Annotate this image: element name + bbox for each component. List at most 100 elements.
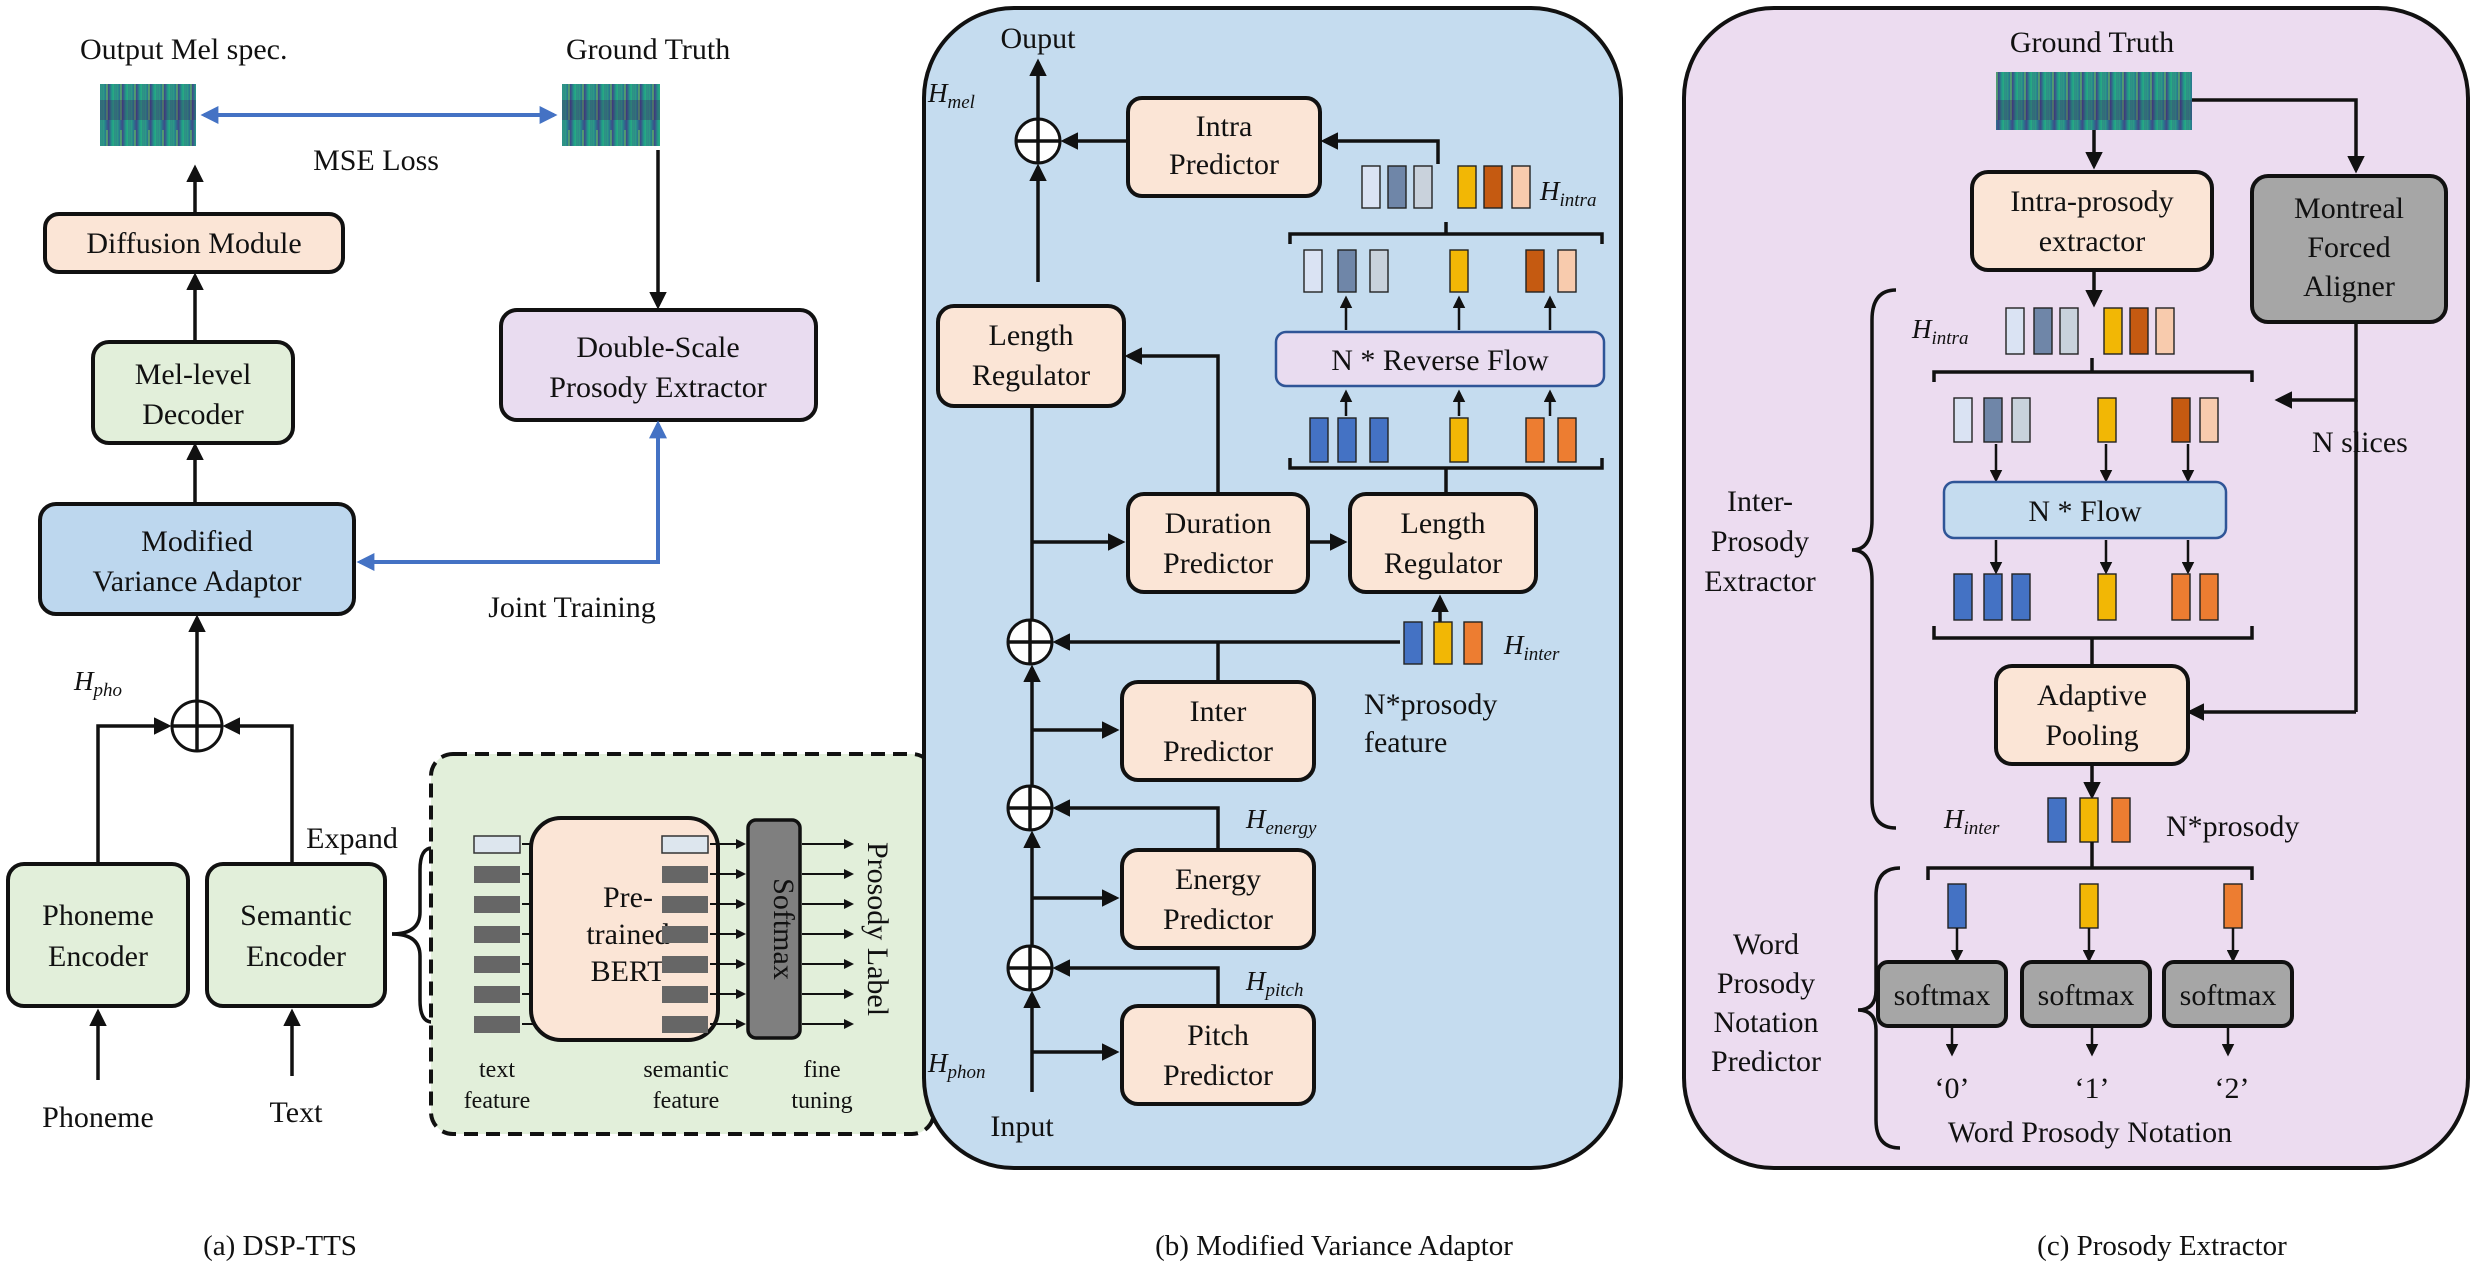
inter-extractor-brace bbox=[1851, 288, 1897, 830]
ground-truth-spectrogram-c bbox=[1996, 72, 2192, 130]
joint-training-label: Joint Training bbox=[488, 591, 656, 624]
semantic-feature-cells bbox=[661, 835, 709, 1033]
phoneme-encoder-line2: Encoder bbox=[48, 940, 148, 973]
ground-truth-label-a: Ground Truth bbox=[566, 33, 730, 66]
reverse-flow-bottom-cells bbox=[1309, 417, 1577, 463]
length-regulator-lower-line1: Length bbox=[1401, 507, 1486, 540]
energy-predictor-line2: Predictor bbox=[1163, 903, 1273, 936]
text-feature-line1: text bbox=[479, 1057, 515, 1083]
intra-predictor-line2: Predictor bbox=[1169, 148, 1279, 181]
inter-extractor-line1: Inter- bbox=[1727, 485, 1793, 518]
h-intra-cells-c bbox=[2005, 307, 2175, 355]
reverse-flow-out-arrows bbox=[1339, 295, 1557, 330]
prosody-label-text: Prosody Label bbox=[861, 842, 894, 1016]
h-mel-label: Hmel bbox=[927, 78, 975, 113]
sum-node-energy bbox=[1006, 784, 1054, 832]
flow-bottom-cells bbox=[1953, 573, 2219, 621]
nprosody-label-c: N*prosody bbox=[2166, 810, 2299, 843]
output-label: Ouput bbox=[1001, 22, 1077, 55]
mfa-line2: Forced bbox=[2307, 231, 2390, 264]
h-intra-cells-b bbox=[1361, 165, 1531, 209]
length-regulator-upper-box bbox=[936, 304, 1126, 408]
word-predictor-line3: Notation bbox=[1714, 1006, 1819, 1039]
arrow-semantic-sum bbox=[222, 717, 294, 864]
softmax-label-2: softmax bbox=[2180, 979, 2277, 1012]
nprosody-feature-line2: feature bbox=[1364, 726, 1447, 759]
energy-predictor-box bbox=[1120, 848, 1316, 950]
pitch-predictor-box bbox=[1120, 1004, 1316, 1106]
h-energy-label: Henergy bbox=[1245, 804, 1317, 839]
intra-predictor-line1: Intra bbox=[1196, 110, 1253, 143]
variance-line1: Modified bbox=[141, 525, 253, 558]
text-input-label: Text bbox=[270, 1096, 324, 1129]
modified-variance-adaptor-box bbox=[38, 502, 356, 616]
text-feature-cells bbox=[473, 835, 521, 1033]
inset-brace-bottom bbox=[391, 932, 433, 1024]
h-inter-cells-b bbox=[1403, 621, 1483, 665]
ground-truth-label-c: Ground Truth bbox=[2010, 26, 2174, 59]
arrow-hintra-intra bbox=[1320, 132, 1440, 164]
h-intra-label-c: Hintra bbox=[1911, 314, 1968, 349]
n-slices-label: N slices bbox=[2312, 426, 2408, 459]
mfa-line1: Montreal bbox=[2294, 192, 2404, 225]
reverse-flow-box bbox=[1274, 330, 1606, 388]
phoneme-encoder-box bbox=[6, 862, 190, 1008]
bert-line1: Pre- bbox=[603, 881, 653, 914]
semantic-feature-line1: semantic bbox=[643, 1057, 728, 1083]
inter-extractor-line3: Extractor bbox=[1704, 565, 1816, 598]
duration-predictor-line2: Predictor bbox=[1163, 547, 1273, 580]
h-pitch-label: Hpitch bbox=[1245, 966, 1304, 1001]
h-intra-label-b: Hintra bbox=[1539, 176, 1596, 211]
intra-extractor-line2: extractor bbox=[2039, 225, 2146, 258]
softmax-in-arrows bbox=[1950, 928, 2240, 963]
word-predictor-line4: Predictor bbox=[1711, 1045, 1821, 1078]
softmax-box-1 bbox=[2020, 960, 2152, 1028]
panel-a: Output Mel spec. Ground Truth MSE Loss D… bbox=[6, 33, 936, 1262]
mfa-box bbox=[2250, 174, 2448, 324]
arrow-phoneme-sum bbox=[96, 717, 172, 864]
bert-line3: BERT bbox=[591, 955, 666, 988]
panel-c: Ground Truth Intra-prosody extractor Mon… bbox=[1682, 6, 2470, 1262]
duration-predictor-line1: Duration bbox=[1165, 507, 1272, 540]
output-mel-spectrogram bbox=[100, 84, 196, 146]
notation-label-1: ‘1’ bbox=[2075, 1072, 2110, 1105]
diffusion-module-label: Diffusion Module bbox=[86, 227, 301, 260]
mfa-line3: Aligner bbox=[2303, 270, 2395, 303]
notation-label-0: ‘0’ bbox=[1935, 1072, 1970, 1105]
text-feature-line2: feature bbox=[464, 1088, 531, 1114]
double-scale-extractor-box bbox=[499, 308, 818, 422]
prosody-label-arrows bbox=[802, 839, 854, 1029]
input-label: Input bbox=[990, 1110, 1054, 1143]
notation-label-2: ‘2’ bbox=[2215, 1072, 2250, 1105]
word-predictor-line2: Prosody bbox=[1717, 967, 1815, 1000]
softmax-out-arrows bbox=[1945, 1028, 2235, 1057]
pitch-predictor-line1: Pitch bbox=[1187, 1019, 1249, 1052]
semantic-feature-arrows bbox=[710, 839, 746, 1029]
variance-line2: Variance Adaptor bbox=[92, 565, 301, 598]
word-predictor-line1: Word bbox=[1733, 928, 1799, 961]
length-regulator-upper-line1: Length bbox=[989, 319, 1074, 352]
inter-extractor-line2: Prosody bbox=[1711, 525, 1809, 558]
h-pho-label: Hpho bbox=[73, 666, 122, 701]
arrow-gt-mfa bbox=[2192, 98, 2365, 174]
pitch-predictor-line2: Predictor bbox=[1163, 1059, 1273, 1092]
softmax-box-0 bbox=[1876, 960, 2008, 1028]
flow-out-arrows bbox=[1989, 540, 2195, 575]
fine-tuning-line2: tuning bbox=[791, 1088, 852, 1114]
arrow-energy-sum bbox=[1052, 799, 1220, 850]
semantic-encoder-box bbox=[205, 862, 387, 1008]
flow-top-cells bbox=[1953, 397, 2219, 443]
word-prosody-notation-label: Word Prosody Notation bbox=[1948, 1116, 2232, 1149]
arrow-duration-lr-upper bbox=[1124, 347, 1220, 494]
inset-brace-top bbox=[391, 846, 433, 936]
phoneme-input-label: Phoneme bbox=[42, 1101, 154, 1134]
length-regulator-upper-line2: Regulator bbox=[972, 359, 1090, 392]
reverse-flow-in-arrows bbox=[1339, 389, 1557, 416]
fine-tuning-line1: fine bbox=[803, 1057, 840, 1083]
caption-a: (a) DSP-TTS bbox=[203, 1230, 357, 1262]
softmax-bar-label: Softmax bbox=[767, 878, 800, 980]
bracket-c1 bbox=[1932, 370, 2254, 382]
word-predictor-brace bbox=[1857, 866, 1901, 1150]
nprosody-feature-line1: N*prosody bbox=[1364, 688, 1497, 721]
sum-node-pitch bbox=[1006, 944, 1054, 992]
